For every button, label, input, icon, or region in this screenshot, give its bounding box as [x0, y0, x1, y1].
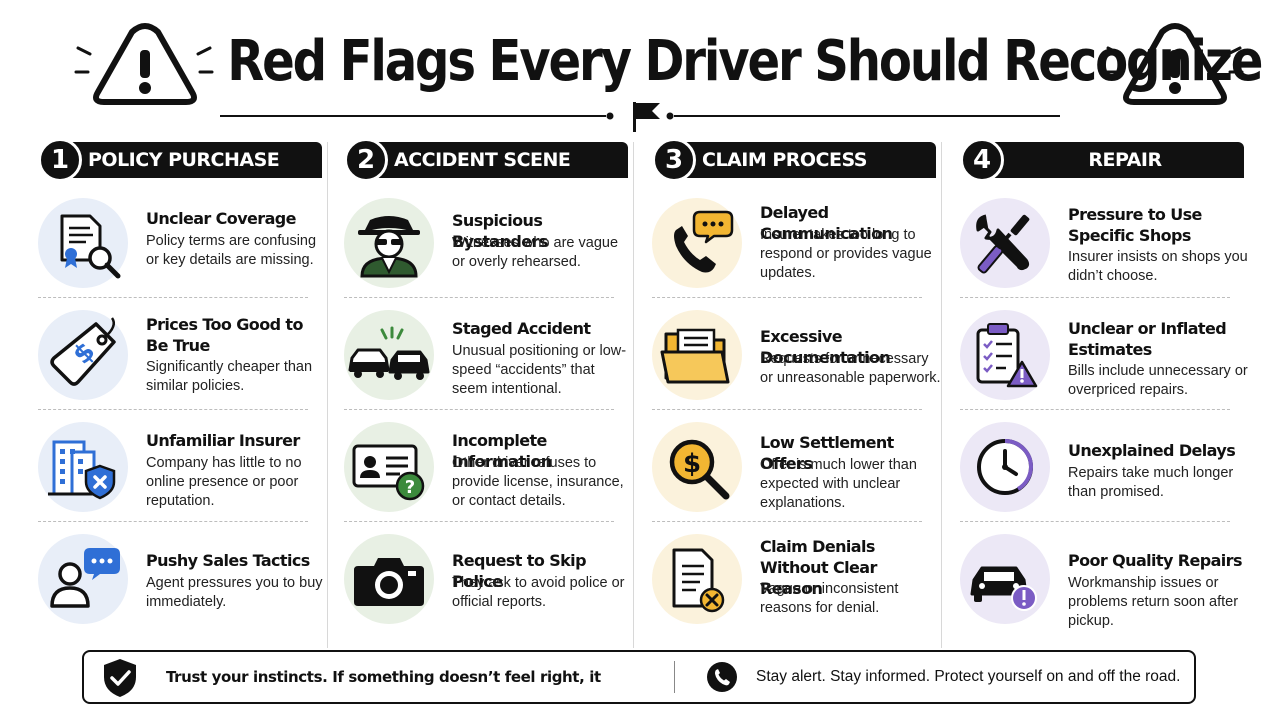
column-header: 2 ACCIDENT SCENE: [344, 138, 634, 182]
spy-icon: [358, 216, 420, 278]
price-tag-icon: $: [50, 317, 116, 386]
footer-slogan: Stay alert. Stay informed. Protect yours…: [756, 668, 1181, 685]
list-item: Staged Accident Unusual positioning or l…: [344, 298, 634, 410]
column-claim-process: 3 CLAIM PROCESS Delayed Communication In…: [652, 138, 942, 648]
list-item: Unclear Coverage Policy terms are confus…: [38, 186, 328, 298]
list-item: Request to Skip Police They ask to avoid…: [344, 522, 634, 634]
title-divider: [220, 102, 1060, 132]
building-shield-icon: [48, 440, 116, 500]
wrench-screwdriver-icon: [976, 214, 1030, 274]
list-item: ? Incomplete Information Other driver re…: [344, 410, 634, 522]
document-denied-icon: [672, 548, 725, 613]
column-frame: [662, 142, 942, 648]
clock-icon: [977, 439, 1034, 495]
column-title: CLAIM PROCESS: [702, 149, 868, 171]
page-title: Red Flags Every Driver Should Recognize: [227, 29, 1263, 94]
list-item: Pressure to Use Specific Shops Insurer i…: [960, 186, 1250, 298]
list-item: $ Prices Too Good to Be True Significant…: [38, 298, 328, 410]
camera-icon: [354, 558, 424, 606]
footer-banner: Trust your instincts. If something doesn…: [82, 650, 1196, 720]
step-number: 1: [38, 138, 82, 182]
clipboard-warning-icon: [976, 323, 1038, 388]
folder-icon: [660, 328, 730, 384]
header: Red Flags Every Driver Should Recognize: [0, 0, 1280, 132]
warning-triangle-icon: [74, 23, 214, 105]
list-item: Claim Denials Without Clear Reason Vague…: [652, 522, 942, 634]
column-header: 3 CLAIM PROCESS: [652, 138, 942, 182]
id-card-question-icon: ?: [352, 444, 425, 501]
column-policy-purchase: 1 POLICY PURCHASE Unclear Coverage Polic…: [38, 138, 328, 648]
step-number: 2: [344, 138, 388, 182]
shield-check-icon: [104, 659, 136, 697]
svg-text:?: ?: [405, 477, 415, 498]
list-item: Delayed Communication Insurer takes too …: [652, 186, 942, 298]
list-item: Poor Quality Repairs Workmanship issues …: [960, 522, 1250, 634]
column-title: POLICY PURCHASE: [88, 149, 280, 171]
document-magnifier-icon: [60, 214, 121, 279]
list-item: $ Low Settlement Offers Offer is much lo…: [652, 410, 942, 522]
list-item: Pushy Sales Tactics Agent pressures you …: [38, 522, 328, 634]
flag-icon: [633, 102, 660, 132]
list-item: Unfamiliar Insurer Company has little to…: [38, 410, 328, 522]
column-accident-scene: 2 ACCIDENT SCENE Suspicious Bystanders W…: [344, 138, 634, 648]
footer-divider: [674, 661, 675, 693]
step-number: 3: [652, 138, 696, 182]
column-frame: [354, 142, 634, 648]
column-title: REPAIR: [1088, 149, 1162, 171]
step-number: 4: [960, 138, 1004, 182]
footer-tip: Trust your instincts. If something doesn…: [166, 668, 601, 720]
car-alert-icon: [970, 566, 1037, 611]
list-item: Unclear or Inflated Estimates Bills incl…: [960, 298, 1250, 410]
list-item: Unexplained Delays Repairs take much lon…: [960, 410, 1250, 522]
phone-icon: [707, 662, 737, 692]
warning-triangle-icon: [1104, 23, 1244, 105]
phone-chat-icon: [674, 210, 734, 273]
list-item: Suspicious Bystanders Witnesses who are …: [344, 186, 634, 298]
column-title: ACCIDENT SCENE: [394, 149, 571, 171]
column-frame: [48, 142, 328, 648]
list-item: Excessive Documentation Requests for unn…: [652, 298, 942, 410]
car-collision-icon: [348, 326, 430, 380]
column-header: 4 REPAIR: [960, 138, 1250, 182]
column-repair: 4 REPAIR Pressure to Use Specific Shops …: [960, 138, 1250, 640]
column-header: 1 POLICY PURCHASE: [38, 138, 328, 182]
dollar-magnifier-icon: $: [669, 439, 730, 500]
person-speech-icon: [50, 548, 120, 608]
svg-text:$: $: [683, 449, 701, 479]
